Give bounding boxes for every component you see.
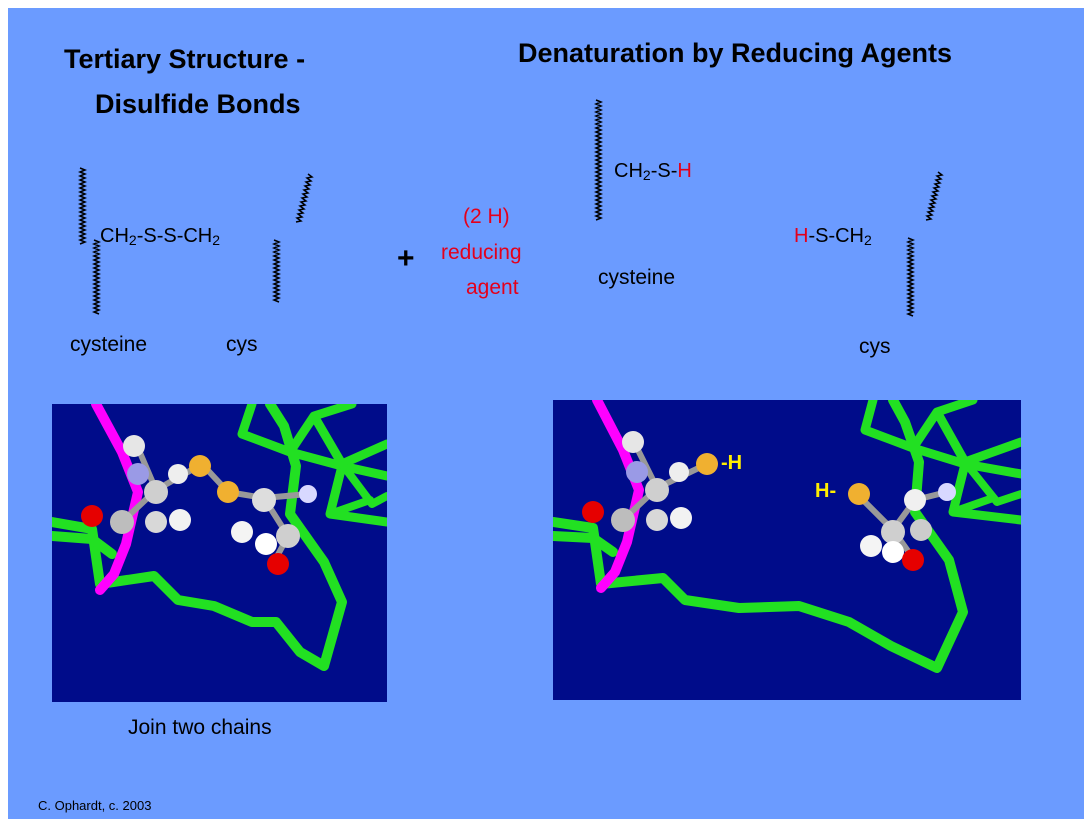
formula-top-ch2: CH bbox=[614, 160, 643, 182]
squiggle-chains bbox=[77, 99, 944, 317]
slide: Tertiary Structure - Disulfide Bonds Den… bbox=[8, 8, 1084, 819]
squiggle-left-outer bbox=[77, 167, 88, 245]
thiol-formula-top: CH2-S-H bbox=[614, 160, 692, 183]
formula-bottom-sub: 2 bbox=[864, 232, 872, 248]
squiggle-left-lower bbox=[91, 239, 102, 315]
squiggle-left-inner-bottom bbox=[271, 239, 282, 303]
green-chain-left bbox=[52, 531, 117, 559]
green-chain-main bbox=[52, 404, 347, 671]
reagent-line1: (2 H) bbox=[463, 205, 510, 228]
label-hs-bond: H- bbox=[815, 480, 837, 502]
formula-top-s: -S- bbox=[650, 160, 678, 182]
atoms-left bbox=[81, 435, 317, 575]
plus-sign: + bbox=[397, 242, 415, 275]
formula-middle: -S-S-CH bbox=[136, 225, 213, 247]
left-title-line1: Tertiary Structure - bbox=[64, 44, 306, 74]
formula-bottom-h: H bbox=[794, 225, 809, 247]
green-chain-lattice-a bbox=[237, 404, 387, 527]
label-cysteine-right: cysteine bbox=[598, 266, 676, 289]
label-cys-left: cys bbox=[226, 333, 258, 356]
green-chain-left-right bbox=[553, 531, 618, 557]
formula-bottom-rest: -S-CH bbox=[808, 225, 864, 247]
label-cysteine-left: cysteine bbox=[70, 333, 148, 356]
reduced-model-image: -H H- bbox=[553, 400, 1021, 700]
green-chain-lattice-b bbox=[326, 460, 387, 518]
formula-sub-b: 2 bbox=[212, 232, 221, 248]
green-chain-lattice-right-a bbox=[860, 400, 1021, 525]
magenta-chain bbox=[91, 404, 143, 595]
right-title: Denaturation by Reducing Agents bbox=[518, 38, 953, 68]
green-chain-lattice-right-b bbox=[949, 458, 1021, 516]
formula-sub-a: 2 bbox=[128, 232, 137, 248]
label-sh-bond: -H bbox=[721, 452, 743, 474]
left-title-line2: Disulfide Bonds bbox=[95, 89, 301, 119]
squiggle-right-bottom-upper bbox=[925, 171, 944, 221]
formula-top-h: H bbox=[677, 160, 692, 182]
formula-top-sub: 2 bbox=[642, 167, 651, 183]
squiggle-left-inner-top bbox=[295, 173, 314, 223]
magenta-chain-right bbox=[592, 400, 644, 593]
credit-text: C. Ophardt, c. 2003 bbox=[38, 798, 152, 813]
reagent-line3: agent bbox=[466, 276, 519, 299]
formula-ch2-a: CH bbox=[100, 225, 129, 247]
reduced-model-graphic bbox=[553, 400, 1021, 673]
disulfide-formula: CH2-S-S-CH2 bbox=[100, 225, 220, 248]
disulfide-model-graphic bbox=[52, 404, 387, 671]
caption-join-two-chains: Join two chains bbox=[128, 716, 272, 739]
reagent-line2: reducing bbox=[441, 241, 522, 264]
label-cys-right: cys bbox=[859, 335, 891, 358]
green-chain-main-right bbox=[553, 400, 968, 673]
disulfide-model-image bbox=[52, 404, 387, 702]
atoms-right bbox=[582, 431, 956, 571]
squiggle-right-bottom-lower bbox=[905, 237, 916, 317]
thiol-formula-bottom: H-S-CH2 bbox=[794, 225, 872, 248]
squiggle-right-top bbox=[593, 99, 604, 221]
